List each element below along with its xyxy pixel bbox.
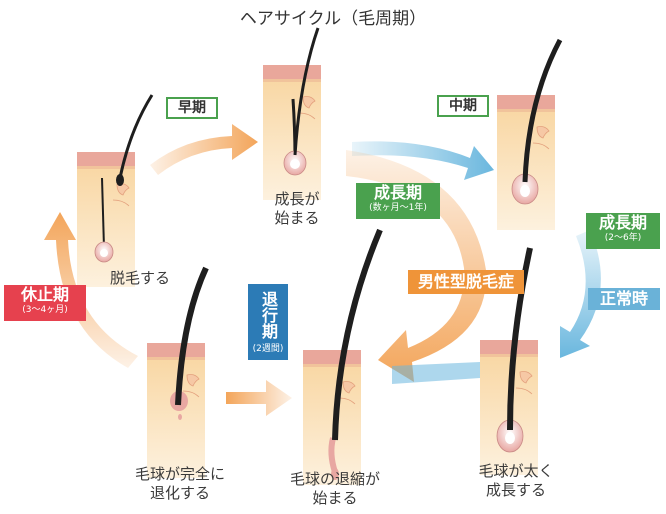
- male-pattern-label: 男性型脱毛症: [417, 272, 514, 291]
- growth-phase-tag: 成長期 (数ヶ月〜1年): [356, 183, 440, 219]
- stage-bulb-regressed-line1: 毛球が完全に: [134, 465, 225, 483]
- stage-bulb-regressed-line2: 退化する: [149, 484, 210, 502]
- male-pattern-tag: 男性型脱毛症: [408, 270, 524, 294]
- stage-growth-start-line2: 始まる: [274, 209, 320, 227]
- telogen-label: 休止期: [20, 285, 69, 304]
- skin-block-bulb-grows: [479, 339, 539, 476]
- growth-phase-normal-label: 成長期: [598, 213, 647, 232]
- stage-bulb-regressed: 毛球が完全に 退化する: [125, 465, 235, 503]
- growth-phase-duration: (数ヶ月〜1年): [369, 203, 427, 213]
- growth-phase-label: 成長期: [373, 183, 422, 202]
- arrow-growth-to-middle: [352, 141, 494, 180]
- catagen-duration: (2週間): [252, 344, 284, 354]
- catagen-tag: 退行期 (2週間): [248, 284, 288, 360]
- stage-bulb-shrinks-line2: 始まる: [312, 489, 358, 507]
- normal-label: 正常時: [599, 289, 648, 308]
- telogen-duration: (3〜4ヶ月): [22, 305, 68, 315]
- page-title: ヘアサイクル（毛周期）: [239, 9, 427, 29]
- phase-middle-label: 中期: [437, 95, 489, 117]
- catagen-label: 退行期: [259, 291, 278, 339]
- growth-phase-normal-tag: 成長期 (2〜6年): [586, 213, 660, 249]
- normal-tag: 正常時: [588, 288, 660, 310]
- skin-block-growth-start: [262, 64, 322, 201]
- stage-growth-start-line1: 成長が: [274, 190, 320, 208]
- growth-phase-normal-duration: (2〜6年): [604, 233, 642, 243]
- telogen-tag: 休止期 (3〜4ヶ月): [4, 285, 86, 321]
- arrow-male-pattern: [346, 150, 487, 382]
- growth-hair-strand: [293, 27, 320, 156]
- arrow-catagen-to-telogen: [226, 380, 292, 416]
- stage-shedding-line1: 脱毛する: [109, 269, 170, 287]
- stage-bulb-shrinks-line1: 毛球の退縮が: [289, 470, 380, 488]
- bulb-regressed-hair-strand: [175, 266, 209, 406]
- arrow-bottom-blue: [392, 362, 480, 384]
- middle-hair-strand: [522, 38, 563, 183]
- arrow-normal-growth: [560, 230, 601, 358]
- arrow-telogen-to-early: [44, 212, 138, 368]
- skin-block-bulb-shrinks: [302, 349, 362, 486]
- arrow-early-to-growth: [150, 124, 258, 175]
- stage-growth-start: 成長が 始まる: [262, 190, 332, 228]
- phase-early-label: 早期: [166, 97, 218, 119]
- skin-block-bulb-regressed: [146, 342, 206, 479]
- stage-bulb-grows-line2: 成長する: [485, 481, 546, 499]
- bulb-grows-hair-strand: [507, 247, 533, 431]
- bulb-shrinks-hair-strand: [332, 228, 383, 441]
- stage-bulb-grows-line1: 毛球が太く: [478, 462, 554, 480]
- stage-shedding: 脱毛する: [95, 269, 185, 288]
- shed-hair-strand: [118, 94, 154, 179]
- skin-block-shedding: [76, 151, 136, 288]
- stage-bulb-shrinks: 毛球の退縮が 始まる: [280, 470, 390, 508]
- stage-bulb-grows: 毛球が太く 成長する: [466, 462, 566, 500]
